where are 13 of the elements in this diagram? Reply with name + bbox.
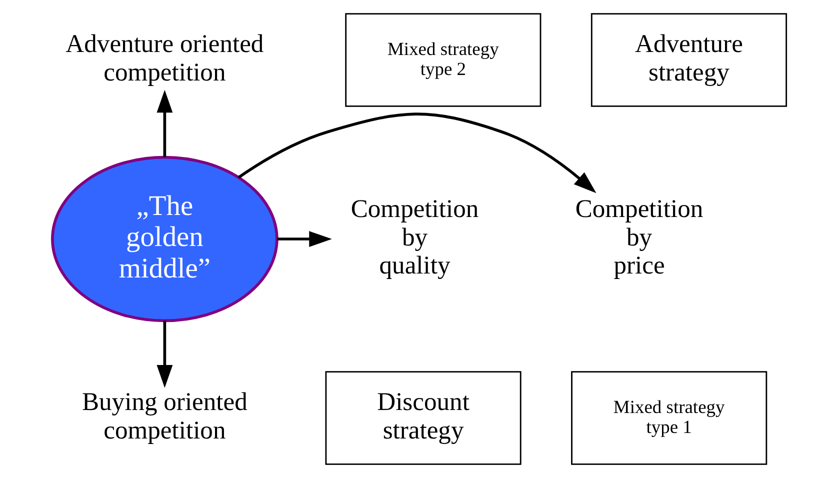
node-ellipse: „The golden middle” xyxy=(50,156,278,322)
node-text: Buying oriented competition xyxy=(81,387,247,444)
node-text: Adventure oriented competition xyxy=(65,29,264,86)
arrow xyxy=(237,112,596,194)
node-box: Adventure strategy xyxy=(590,13,787,107)
node-text: Competition by price xyxy=(574,194,703,280)
arrow xyxy=(156,90,172,158)
node-box: Mixed strategy type 2 xyxy=(344,13,541,107)
arrow xyxy=(156,320,172,388)
node-text: Competition by quality xyxy=(350,194,478,280)
arrow xyxy=(276,231,332,247)
node-box: Discount strategy xyxy=(324,371,521,465)
node-box: Mixed strategy type 1 xyxy=(570,371,767,465)
